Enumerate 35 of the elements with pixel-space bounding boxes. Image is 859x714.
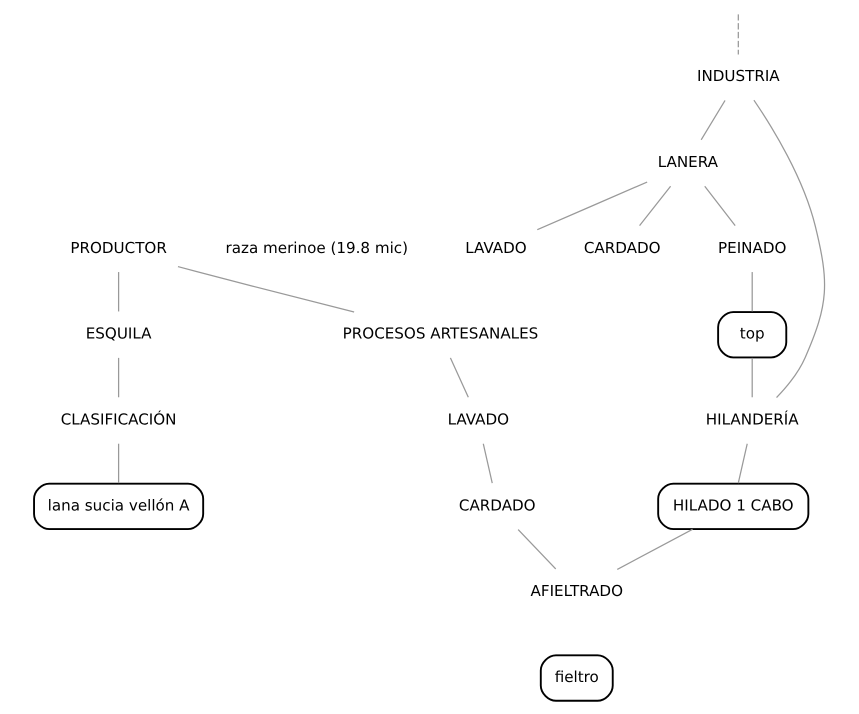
connector (482, 444, 493, 484)
node-text: LAVADO (448, 410, 510, 428)
connector (118, 358, 120, 398)
node-label: raza merinoe (19.8 mic) (226, 238, 408, 257)
node-box: lana sucia vellón A (33, 482, 204, 530)
connector (639, 186, 672, 226)
node-text: CARDADO (584, 238, 661, 257)
connector (518, 529, 556, 570)
connector (700, 100, 726, 140)
node-text: PROCESOS ARTESANALES (342, 324, 538, 343)
connector (118, 444, 120, 484)
connector (616, 528, 693, 570)
connector (738, 14, 739, 54)
node-text: ESQUILA (86, 324, 152, 343)
node-text: HILANDERÍA (706, 410, 799, 428)
node-text: INDUSTRIA (696, 67, 780, 86)
connector (537, 181, 648, 230)
connector (753, 100, 826, 398)
node-text: LANERA (658, 153, 718, 171)
node-text: CARDADO (458, 496, 536, 514)
node-text: PEINADO (718, 238, 786, 257)
node-text: PRODUCTOR (70, 238, 167, 257)
node-text: CLASIFICACIÓN (60, 410, 177, 428)
node-text: LAVADO (465, 238, 527, 257)
connector (738, 444, 748, 484)
connector (752, 272, 753, 312)
connector (450, 358, 469, 398)
connector (178, 266, 354, 313)
node-box: top (717, 311, 788, 358)
connector (752, 358, 753, 398)
node-box: HILADO 1 CABO (657, 482, 810, 530)
node-text: AFIELTRADO (530, 582, 623, 600)
node-box: fieltro (540, 654, 614, 702)
connector (704, 186, 736, 226)
connector (118, 272, 120, 312)
